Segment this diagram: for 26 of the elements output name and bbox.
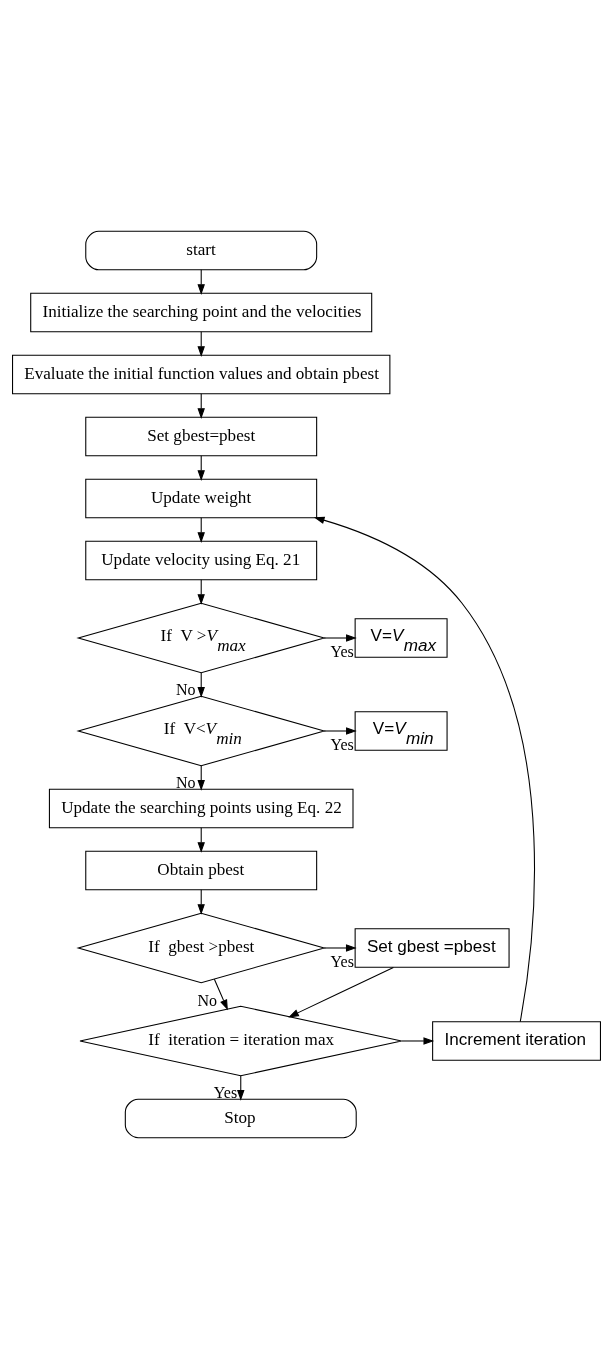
arrow [323,727,357,735]
node-box: Update the searching points using Eq. 22 [48,788,354,829]
arrow [213,978,228,1011]
arrow [313,516,535,1023]
node-box: Stop [124,1098,357,1139]
edge-label: Yes [330,952,354,970]
node-box: Set gbest =pbest [354,928,510,968]
arrow [288,966,394,1018]
node-box: Increment iteration [432,1021,601,1061]
node-box: Initialize the searching point and the velocities [30,292,373,333]
node-box: Set gbest=pbest [85,416,318,457]
edge-label: Yes [213,1083,238,1101]
node-box: start [85,230,318,271]
node-box: Obtain pbest [85,850,318,891]
node-diamond: If gbest >pbest [76,912,327,984]
node-diamond: If iteration = iteration max [79,1005,403,1077]
arrow [323,944,357,952]
arrow [401,1037,435,1045]
edge-label: No [175,773,196,791]
edge-label: No [175,680,196,698]
edge-label: Yes [330,642,354,660]
arrow [323,634,357,642]
edge-label: Yes [330,735,354,753]
node-box: Evaluate the initial function values and obtain pbest [12,354,391,395]
node-box: Update weight [85,478,318,519]
node-box: Update velocity using Eq. 21 [85,540,318,581]
